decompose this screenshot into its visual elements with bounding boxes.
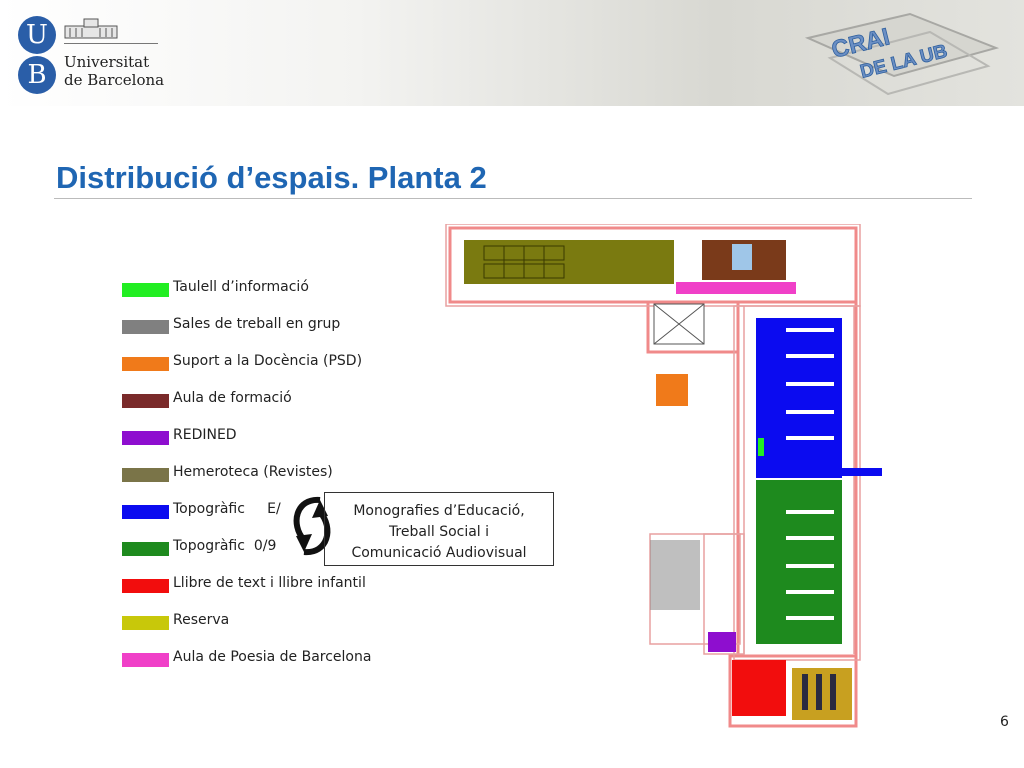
header-band: U B Universitat de Barcelona CRAI DE LA … xyxy=(0,0,1024,106)
legend-swatch xyxy=(122,505,169,519)
legend-swatch xyxy=(122,542,169,556)
legend-swatch xyxy=(122,431,169,445)
legend-swatch xyxy=(122,357,169,371)
legend-item: Aula de Poesia de Barcelona xyxy=(122,649,422,669)
university-name-line2: de Barcelona xyxy=(64,71,165,89)
legend-item: Sales de treball en grup xyxy=(122,316,422,336)
university-name-line1: Universitat xyxy=(64,53,150,71)
legend-item: Topogràfic 0/9 xyxy=(122,538,422,558)
note-line1: Monografies d’Educació, xyxy=(353,503,525,519)
legend-swatch xyxy=(122,320,169,334)
legend-item: REDINED xyxy=(122,427,422,447)
legend-label: Topogràfic E/ xyxy=(173,501,281,517)
floor-plan xyxy=(445,224,882,728)
logo-letter-b: B xyxy=(18,56,56,94)
legend-label: Aula de formació xyxy=(173,390,292,406)
legend-label: Taulell d’informació xyxy=(173,279,309,295)
legend-item: Llibre de text i llibre infantil xyxy=(122,575,422,595)
legend-swatch xyxy=(122,653,169,667)
legend-swatch xyxy=(122,394,169,408)
legend-label: Aula de Poesia de Barcelona xyxy=(173,649,372,665)
legend-swatch xyxy=(122,616,169,630)
note-line2: Treball Social i xyxy=(388,524,490,540)
page-number: 6 xyxy=(1000,714,1009,730)
page-title: Distribució d’espais. Planta 2 xyxy=(56,160,487,195)
legend-swatch xyxy=(122,579,169,593)
legend-item: Suport a la Docència (PSD) xyxy=(122,353,422,373)
legend-label: Sales de treball en grup xyxy=(173,316,341,332)
title-divider xyxy=(54,198,972,199)
logo-letter-u: U xyxy=(18,16,56,54)
legend-label: Hemeroteca (Revistes) xyxy=(173,464,333,480)
note-line3: Comunicació Audiovisual xyxy=(351,545,527,561)
legend-label: Suport a la Docència (PSD) xyxy=(173,353,363,369)
legend-item: Taulell d’informació xyxy=(122,279,422,299)
legend-swatch xyxy=(122,283,169,297)
crai-logo: CRAI DE LA UB xyxy=(804,12,1000,96)
legend-swatch xyxy=(122,468,169,482)
legend-item: Topogràfic E/ xyxy=(122,501,422,521)
legend-item: Hemeroteca (Revistes) xyxy=(122,464,422,484)
legend-item: Reserva xyxy=(122,612,422,632)
legend-item: Aula de formació xyxy=(122,390,422,410)
legend-label: Reserva xyxy=(173,612,230,628)
legend-label: REDINED xyxy=(173,427,237,443)
university-building-icon xyxy=(64,18,118,39)
logo-divider xyxy=(64,43,158,44)
legend-label: Topogràfic 0/9 xyxy=(173,538,277,554)
legend-label: Llibre de text i llibre infantil xyxy=(173,575,366,591)
monographs-note: Monografies d’Educació, Treball Social i… xyxy=(324,492,554,566)
